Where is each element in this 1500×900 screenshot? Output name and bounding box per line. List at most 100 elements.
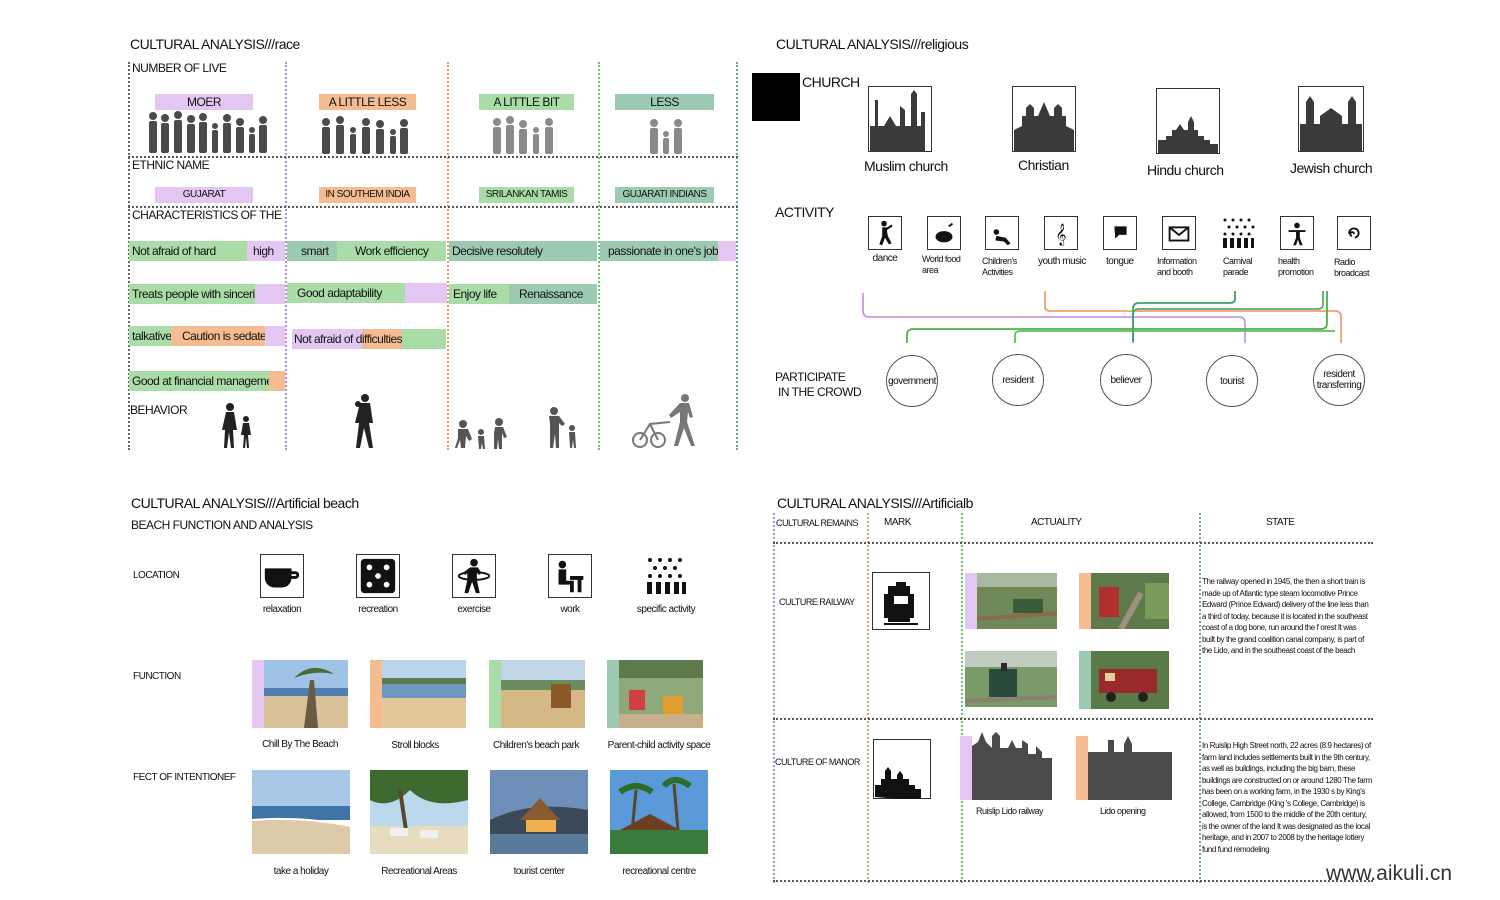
characteristics-label: CHARACTERISTICS OF THE <box>132 208 282 222</box>
caption-lido-opening: Lido opening <box>1100 806 1146 816</box>
activity-label: ACTIVITY <box>775 204 835 220</box>
beach-title: CULTURAL ANALYSIS///Artificial beach <box>131 495 359 511</box>
dice-icon <box>356 554 400 598</box>
crowd-tourist: tourist <box>1206 355 1258 407</box>
trait-high: high <box>247 241 285 261</box>
race-row-divider <box>128 206 738 208</box>
race-divider <box>285 62 287 450</box>
race-title: CULTURAL ANALYSIS///race <box>130 36 300 52</box>
jogging-stroller-icon <box>632 394 695 448</box>
table-row-divider <box>773 718 1373 720</box>
activity-label-carnival: Carnival parade <box>1223 256 1253 277</box>
table-row-divider <box>773 542 1373 544</box>
trait-accent <box>255 284 285 304</box>
watermark: www.aikuli.cn <box>1326 862 1453 885</box>
beach-photo <box>501 660 585 728</box>
recreational-area-photo <box>370 770 468 854</box>
table-col-divider <box>961 513 963 883</box>
holiday-beach-photo <box>252 770 350 854</box>
header-state: STATE <box>1266 517 1295 528</box>
table-row-divider <box>773 880 1373 882</box>
crowd-resident-transferring: resident transferring <box>1313 354 1365 406</box>
location-work: work <box>560 604 580 615</box>
activity-label-tongue: tongue <box>1106 256 1134 267</box>
function-accent <box>252 660 264 728</box>
race-divider <box>598 62 600 450</box>
function-chill: Chill By The Beach <box>262 739 338 750</box>
effect-recreational: Recreational Areas <box>381 866 457 877</box>
effect-holiday: take a holiday <box>273 866 329 877</box>
trait-work-efficiency: Work efficiency <box>337 241 446 261</box>
crowd-silhouette-large <box>149 111 267 153</box>
trait-accent <box>718 241 736 261</box>
railway-photo <box>965 651 1057 707</box>
crowd-resident: resident <box>992 354 1044 406</box>
locomotive-icon <box>872 572 930 630</box>
church-name: Hindu church <box>1147 162 1224 178</box>
beach-photo <box>619 660 703 728</box>
cup-icon <box>260 554 304 598</box>
header-mark: MARK <box>884 517 911 528</box>
ethnic-name-label: ETHNIC NAME <box>132 158 210 172</box>
trait-accent <box>269 371 285 391</box>
trait-financial: Good at financial management <box>129 371 282 391</box>
location-recreation: recreation <box>358 604 398 615</box>
hindu-temple-skyline-icon <box>1156 88 1220 154</box>
location-label: LOCATION <box>133 570 180 581</box>
location-relaxation: relaxation <box>262 604 302 615</box>
mosque-skyline-icon <box>868 86 932 152</box>
location-specific: specific activity <box>636 604 696 615</box>
trait-adaptability: Good adaptability <box>287 283 405 303</box>
church-label: CHURCH <box>802 74 860 90</box>
activity-label-children: Children's Activities <box>982 256 1017 277</box>
function-accent <box>607 660 619 728</box>
radio-wave-icon <box>1337 216 1371 250</box>
header-actuality: ACTUALITY <box>1031 517 1082 528</box>
walking-family-icon <box>222 403 251 448</box>
playing-kids-icon <box>455 418 507 449</box>
beach-subtitle: BEACH FUNCTION AND ANALYSIS <box>131 518 313 532</box>
beach-photo <box>382 660 466 728</box>
row-culture-railway: CULTURE RAILWAY <box>779 597 855 607</box>
recreational-centre-photo <box>610 770 708 854</box>
race-column-moer: MOER <box>155 94 253 110</box>
church-name: Jewish church <box>1290 160 1373 176</box>
church-name: Muslim church <box>864 158 948 174</box>
participate-label: PARTICIPATE <box>775 370 846 384</box>
race-column-little-bit: A LITTLE BIT <box>479 94 574 110</box>
parent-carrying-child-icon <box>355 394 373 448</box>
row-culture-of-manor: CULTURE OF MANOR <box>775 757 860 767</box>
adult-with-child-icon <box>549 407 576 448</box>
race-divider <box>736 62 738 450</box>
dance-icon <box>868 216 902 250</box>
function-children: Children's beach park <box>493 740 579 751</box>
religious-title: CULTURAL ANALYSIS///religious <box>776 36 969 52</box>
race-column-little-less: A LITTLE LESS <box>319 94 416 110</box>
beach-photo <box>264 660 348 728</box>
activity-label-health: health promotion <box>1278 256 1314 277</box>
function-stroll: Stroll blocks <box>391 740 439 751</box>
church-name: Christian <box>1018 157 1069 173</box>
number-of-live-label: NUMBER OF LIVE <box>132 61 227 75</box>
trait-accent <box>265 326 285 346</box>
flag-icon <box>1103 216 1137 250</box>
trait-not-afraid-hard: Not afraid of hard <box>129 241 247 261</box>
participate-label-2: IN THE CROWD <box>778 385 862 399</box>
crowd-silhouette-few <box>650 119 682 154</box>
race-row-divider <box>128 156 738 158</box>
trait-accent <box>405 283 447 303</box>
railway-photo <box>977 573 1057 629</box>
function-accent <box>489 660 501 728</box>
ethnic-gujarati-indians: GUJARATI INDIANS <box>615 187 714 203</box>
function-parent-child: Parent-child activity space <box>607 740 711 751</box>
crowd-silhouette-small <box>493 116 553 154</box>
manor-skyline-icon <box>873 739 931 799</box>
children-activity-icon <box>985 216 1019 250</box>
function-label: FUNCTION <box>133 671 181 682</box>
trait-enjoy-life: Enjoy life <box>449 284 509 304</box>
carnival-crowd-icon <box>1221 216 1255 250</box>
church-legend-swatch <box>752 73 800 121</box>
actuality-accent <box>965 573 977 629</box>
function-accent <box>370 660 382 728</box>
state-manor: In Ruislip High Street north, 22 acres (… <box>1202 741 1372 854</box>
